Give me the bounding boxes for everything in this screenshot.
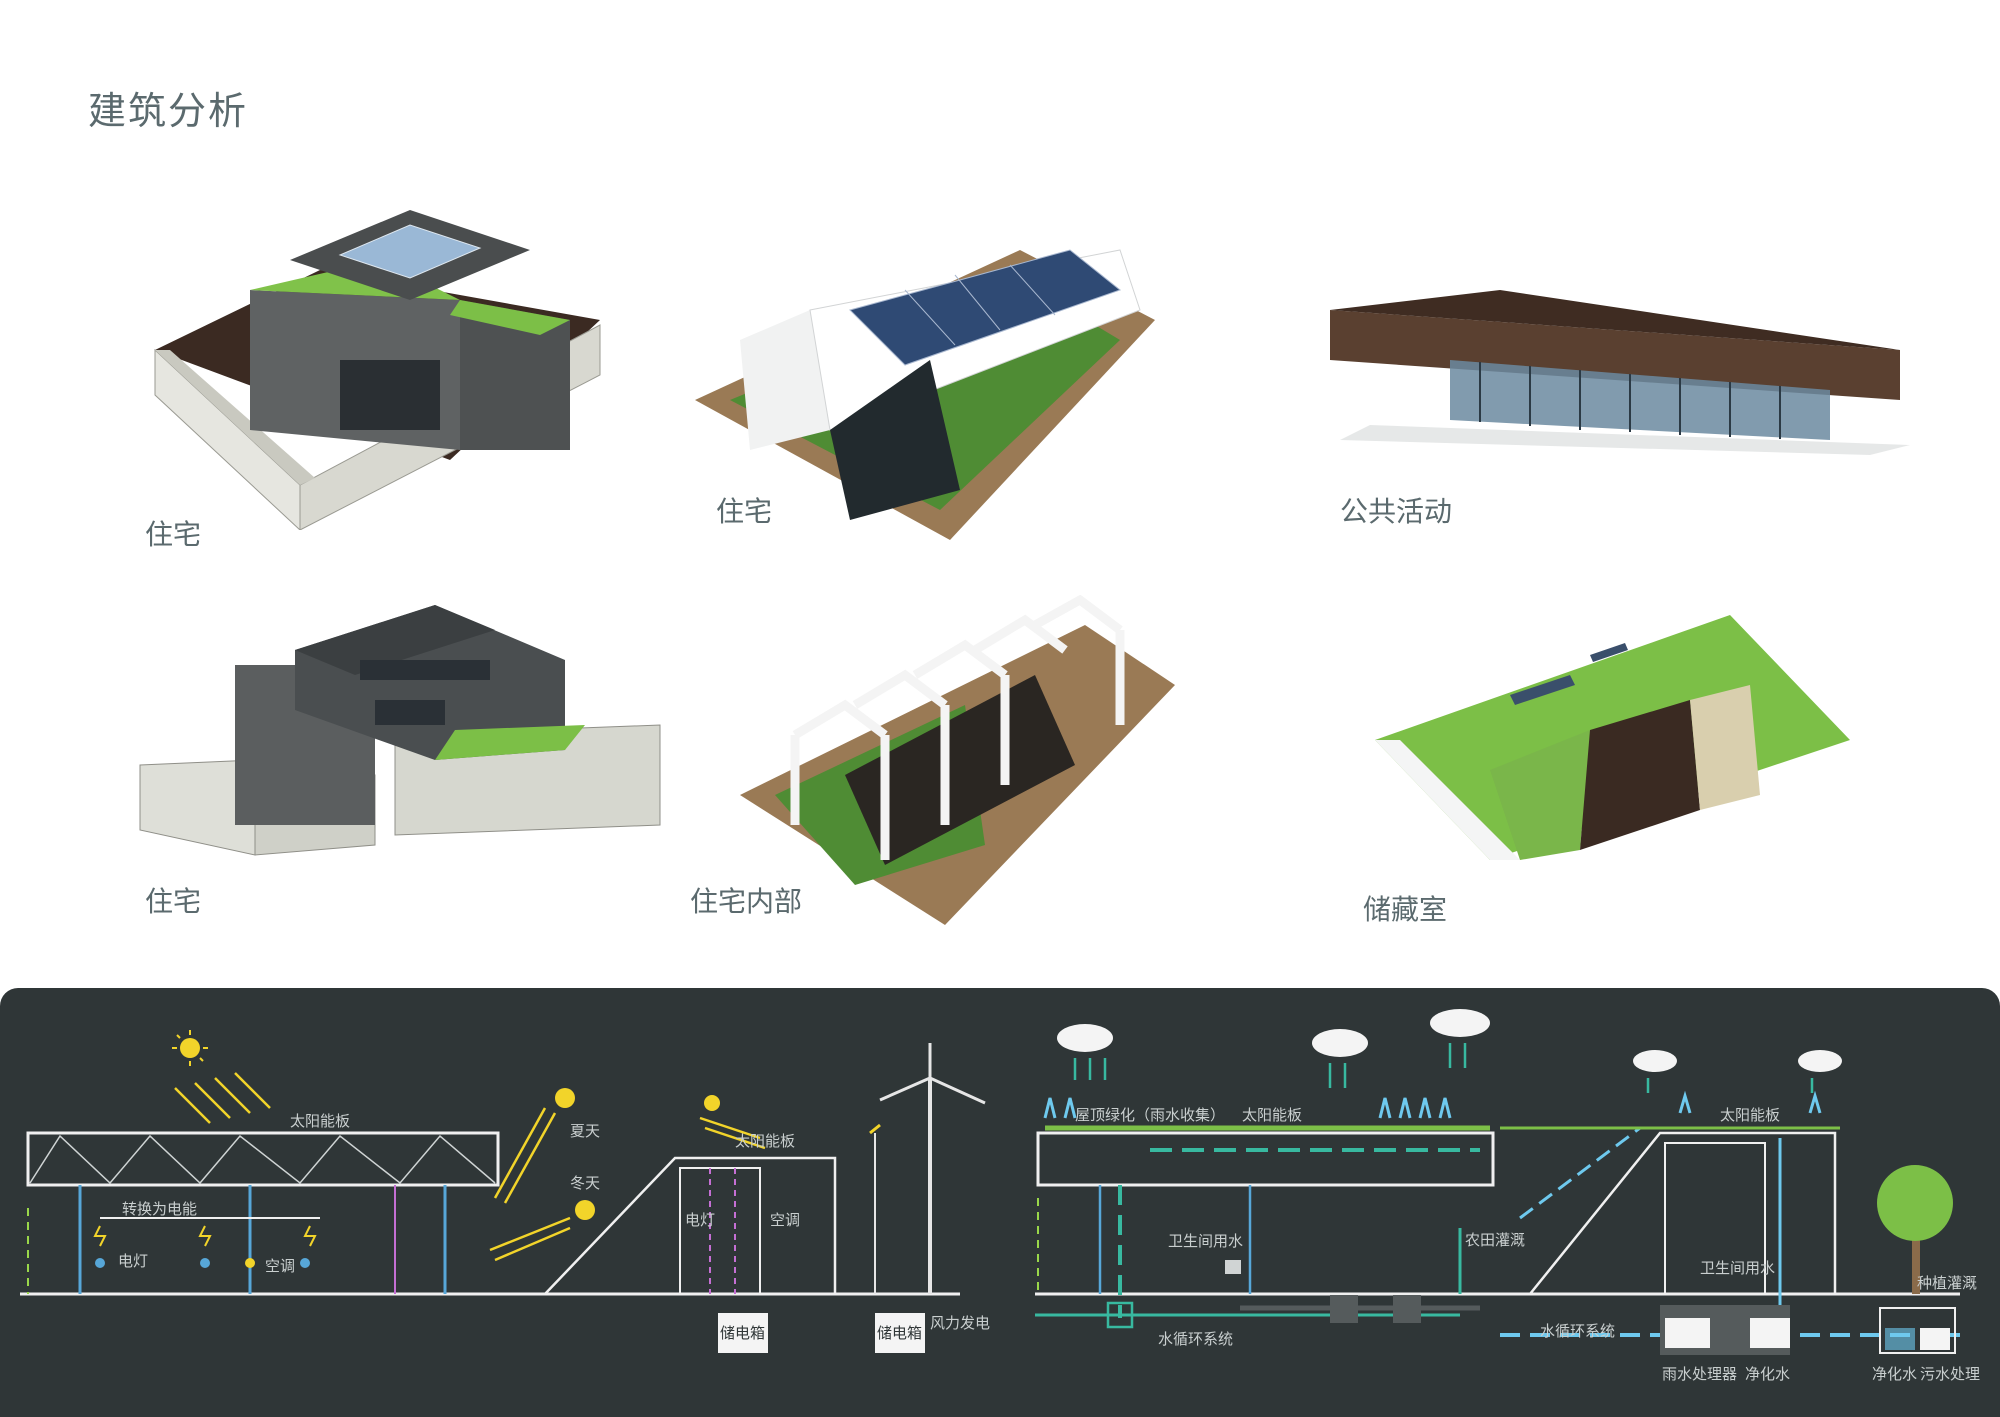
svg-text:转换为电能: 转换为电能	[122, 1200, 197, 1218]
systems-panel: 太阳能板 转换为电能 电灯 空调 夏天 冬天 太阳能板	[0, 988, 2000, 1417]
caption-pavilion: 公共活动	[1340, 495, 1453, 528]
building-house-1	[150, 200, 610, 530]
svg-text:农田灌溉: 农田灌溉	[1465, 1231, 1525, 1249]
svg-text:空调: 空调	[265, 1257, 295, 1275]
svg-text:水循环系统: 水循环系统	[1540, 1322, 1615, 1340]
svg-text:卫生间用水: 卫生间用水	[1700, 1259, 1775, 1277]
svg-text:雨水处理器: 雨水处理器	[1662, 1365, 1737, 1383]
evaporation-icon	[1043, 1090, 1822, 1119]
svg-text:种植灌溉: 种植灌溉	[1917, 1274, 1977, 1292]
svg-text:屋顶绿化（雨水收集）: 屋顶绿化（雨水收集）	[1075, 1106, 1225, 1124]
page-title: 建筑分析	[88, 89, 249, 133]
caption-house-1: 住宅	[145, 518, 202, 551]
energy-diagram: 太阳能板 转换为电能 电灯 空调 夏天 冬天 太阳能板	[20, 1030, 990, 1353]
sun-icon	[172, 1030, 208, 1066]
building-pavilion	[1310, 280, 1910, 460]
caption-greenhouse: 住宅	[716, 495, 773, 528]
svg-text:储电箱: 储电箱	[720, 1324, 765, 1342]
svg-text:空调: 空调	[770, 1211, 800, 1229]
caption-interior: 住宅内部	[690, 885, 803, 918]
svg-text:污水处理: 污水处理	[1920, 1365, 1980, 1383]
sun-icon	[555, 1088, 595, 1220]
building-house-2	[135, 600, 665, 860]
svg-text:夏天: 夏天	[570, 1122, 600, 1140]
building-storage	[1370, 610, 1870, 870]
svg-text:水循环系统: 水循环系统	[1158, 1330, 1233, 1348]
caption-storage: 储藏室	[1363, 893, 1448, 926]
svg-text:电灯: 电灯	[118, 1252, 148, 1270]
svg-text:电灯: 电灯	[685, 1211, 715, 1229]
water-diagram: 屋顶绿化（雨水收集） 太阳能板 卫生间用水 农田灌溉 水循环系统 太阳能板 卫生…	[1035, 1009, 1980, 1383]
building-greenhouse	[690, 230, 1160, 550]
svg-text:净化水: 净化水	[1745, 1365, 1790, 1383]
svg-text:风力发电: 风力发电	[930, 1314, 990, 1332]
caption-house-2: 住宅	[145, 885, 202, 918]
cloud-icon	[1057, 1009, 1842, 1072]
svg-text:净化水: 净化水	[1872, 1365, 1917, 1383]
building-interior	[735, 595, 1185, 935]
fan-icon	[95, 1258, 310, 1268]
tree-icon	[1877, 1165, 1953, 1294]
svg-text:储电箱: 储电箱	[877, 1324, 922, 1342]
wind-turbine-icon	[869, 1043, 986, 1294]
rain-icon	[1073, 1043, 1814, 1093]
lamp-icon	[245, 1258, 255, 1268]
svg-text:太阳能板: 太阳能板	[1242, 1106, 1302, 1124]
svg-text:太阳能板: 太阳能板	[1720, 1106, 1780, 1124]
svg-text:太阳能板: 太阳能板	[735, 1132, 795, 1150]
svg-text:卫生间用水: 卫生间用水	[1168, 1232, 1243, 1250]
svg-text:太阳能板: 太阳能板	[290, 1112, 350, 1130]
svg-text:冬天: 冬天	[570, 1174, 600, 1192]
